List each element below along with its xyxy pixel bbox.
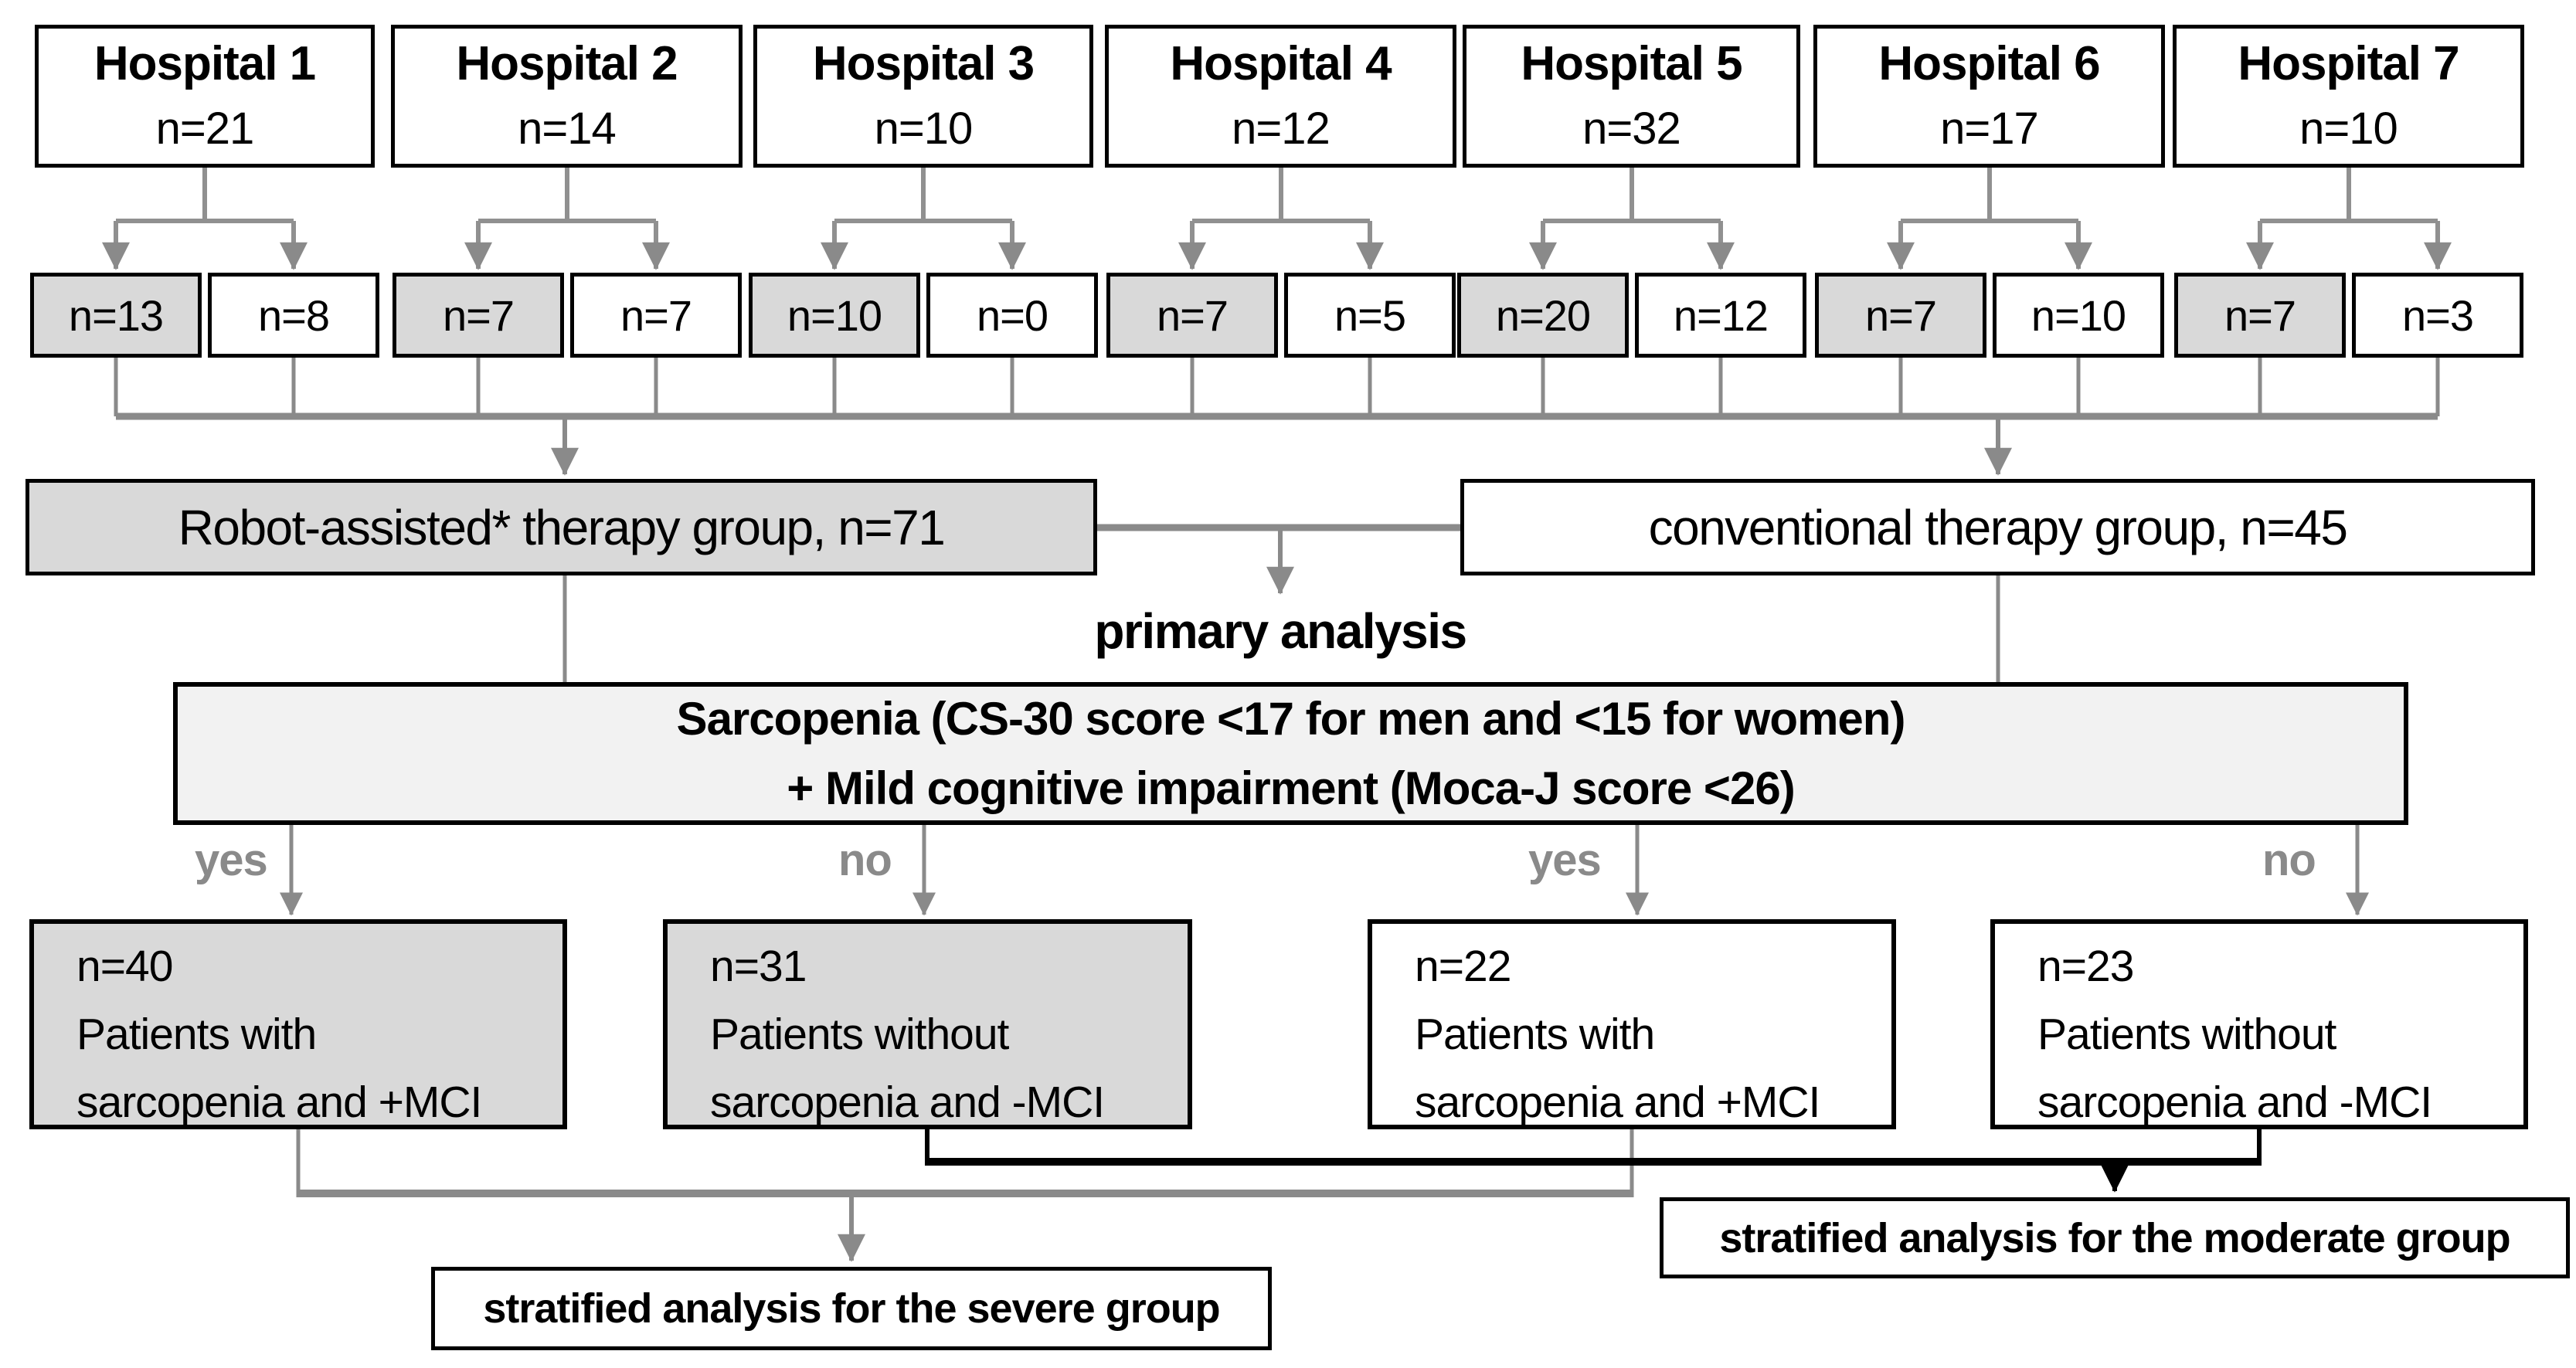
hospital-5-conv-n: n=12 <box>1673 290 1769 340</box>
hospital-6-name: Hospital 6 <box>1878 36 2100 90</box>
patient-group-box-1: n=40 Patients with sarcopenia and +MCI <box>29 919 567 1129</box>
hospital-2-n: n=14 <box>518 104 617 154</box>
hospital-5-n: n=32 <box>1582 104 1681 154</box>
criteria-line-2: + Mild cognitive impairment (Moca-J scor… <box>787 762 1795 814</box>
hospital-5-robot-n: n=20 <box>1495 290 1591 340</box>
patient-group-4-line2: Patients without <box>2037 1009 2336 1059</box>
stratified-severe-label: stratified analysis for the severe group <box>483 1285 1220 1332</box>
hospital-5-conv-n-box: n=12 <box>1635 273 1806 358</box>
hospital-6-robot-n: n=7 <box>1865 290 1937 340</box>
hospital-5-name: Hospital 5 <box>1521 36 1742 90</box>
hospital-3-n: n=10 <box>874 104 974 154</box>
robot-therapy-group-box: Robot-assisted* therapy group, n=71 <box>25 479 1097 575</box>
hospital-1-conv-n: n=8 <box>258 290 330 340</box>
patient-group-1-line2: Patients with <box>76 1009 317 1059</box>
hospital-3-box: Hospital 3 n=10 <box>753 25 1093 168</box>
patient-group-box-3: n=22 Patients with sarcopenia and +MCI <box>1368 919 1896 1129</box>
hospital-2-name: Hospital 2 <box>456 36 678 90</box>
hospital-2-robot-n: n=7 <box>443 290 515 340</box>
hospital-2-robot-n-box: n=7 <box>393 273 564 358</box>
hospital-4-robot-n-box: n=7 <box>1106 273 1278 358</box>
hospital-7-conv-n: n=3 <box>2402 290 2474 340</box>
hospital-2-box: Hospital 2 n=14 <box>391 25 743 168</box>
hospital-4-robot-n: n=7 <box>1157 290 1229 340</box>
hospital-3-robot-n: n=10 <box>787 290 882 340</box>
hospital-6-n: n=17 <box>1940 104 2039 154</box>
patient-group-4-n: n=23 <box>2037 942 2134 991</box>
hospital-7-conv-n-box: n=3 <box>2352 273 2523 358</box>
hospital-3-name: Hospital 3 <box>812 36 1035 90</box>
hospital-6-box: Hospital 6 n=17 <box>1813 25 2165 168</box>
hospital-5-robot-n-box: n=20 <box>1457 273 1629 358</box>
hospital-6-conv-n-box: n=10 <box>1993 273 2164 358</box>
patient-group-box-4: n=23 Patients without sarcopenia and -MC… <box>1990 919 2528 1129</box>
stratified-severe-box: stratified analysis for the severe group <box>431 1267 1272 1350</box>
hospital-3-conv-n-box: n=0 <box>926 273 1098 358</box>
hospital-7-box: Hospital 7 n=10 <box>2173 25 2524 168</box>
hospital-4-n: n=12 <box>1232 104 1330 154</box>
patient-group-3-n: n=22 <box>1415 942 1511 991</box>
stratified-moderate-box: stratified analysis for the moderate gro… <box>1660 1197 2570 1278</box>
decision-label-no-1: no <box>838 835 892 885</box>
hospital-2-conv-n-box: n=7 <box>570 273 742 358</box>
hospital-1-conv-n-box: n=8 <box>208 273 379 358</box>
robot-therapy-group-label: Robot-assisted* therapy group, n=71 <box>178 499 946 555</box>
hospital-3-conv-n: n=0 <box>977 290 1048 340</box>
hospital-4-name: Hospital 4 <box>1170 36 1392 90</box>
hospital-1-name: Hospital 1 <box>93 36 316 90</box>
hospital-5-box: Hospital 5 n=32 <box>1463 25 1800 168</box>
conventional-therapy-group-label: conventional therapy group, n=45 <box>1648 499 2348 555</box>
decision-label-yes-2: yes <box>1528 835 1602 885</box>
patient-group-2-line2: Patients without <box>710 1009 1009 1059</box>
decision-label-no-2: no <box>2262 835 2316 885</box>
hospital-4-conv-n: n=5 <box>1334 290 1406 340</box>
patient-group-1-n: n=40 <box>76 942 173 991</box>
conventional-therapy-group-box: conventional therapy group, n=45 <box>1460 479 2535 575</box>
primary-analysis-label: primary analysis <box>1094 603 1467 659</box>
hospital-1-n: n=21 <box>155 104 255 154</box>
patient-group-3-line3: sarcopenia and +MCI <box>1415 1077 1820 1127</box>
hospital-4-conv-n-box: n=5 <box>1284 273 1456 358</box>
hospital-1-box: Hospital 1 n=21 <box>35 25 375 168</box>
patient-group-3-line2: Patients with <box>1415 1009 1655 1059</box>
hospital-6-conv-n: n=10 <box>2031 290 2126 340</box>
hospital-7-robot-n: n=7 <box>2224 290 2296 340</box>
hospital-1-robot-n-box: n=13 <box>30 273 202 358</box>
criteria-line-1: Sarcopenia (CS-30 score <17 for men and … <box>676 692 1906 745</box>
decision-label-yes-1: yes <box>195 835 268 885</box>
patient-group-1-line3: sarcopenia and +MCI <box>76 1077 482 1127</box>
stratified-moderate-label: stratified analysis for the moderate gro… <box>1719 1214 2510 1261</box>
patient-group-2-line3: sarcopenia and -MCI <box>710 1077 1105 1127</box>
hospital-7-name: Hospital 7 <box>2238 36 2459 90</box>
patient-group-2-n: n=31 <box>710 942 807 991</box>
patient-group-box-2: n=31 Patients without sarcopenia and -MC… <box>663 919 1192 1129</box>
hospital-6-robot-n-box: n=7 <box>1815 273 1986 358</box>
patient-group-4-line3: sarcopenia and -MCI <box>2037 1077 2432 1127</box>
criteria-box: Sarcopenia (CS-30 score <17 for men and … <box>173 682 2408 825</box>
hospital-7-n: n=10 <box>2299 104 2398 154</box>
hospital-3-robot-n-box: n=10 <box>749 273 920 358</box>
hospital-7-robot-n-box: n=7 <box>2174 273 2346 358</box>
hospital-1-robot-n: n=13 <box>68 290 164 340</box>
hospital-4-box: Hospital 4 n=12 <box>1105 25 1456 168</box>
hospital-2-conv-n: n=7 <box>620 290 692 340</box>
